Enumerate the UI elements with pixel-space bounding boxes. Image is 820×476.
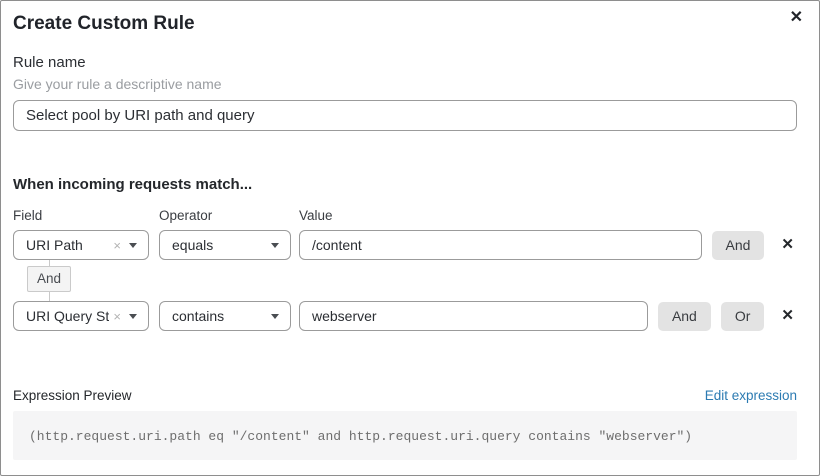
operator-column-label: Operator	[159, 208, 213, 223]
value-input[interactable]	[299, 230, 702, 260]
field-select[interactable]: URI Path ×	[13, 230, 149, 260]
delete-row-icon[interactable]: ✕	[781, 307, 794, 324]
operator-select-value: contains	[172, 308, 225, 324]
expression-preview-label: Expression Preview	[13, 388, 132, 403]
and-button[interactable]: And	[657, 301, 711, 331]
value-input[interactable]	[299, 301, 648, 331]
connector-line	[48, 260, 50, 266]
chevron-down-icon	[271, 242, 279, 248]
expression-preview-block: (http.request.uri.path eq "/content" and…	[13, 411, 797, 460]
chevron-down-icon	[129, 313, 137, 319]
and-button[interactable]: And	[711, 230, 765, 260]
connector-line	[48, 292, 50, 301]
connector-and-badge: And	[26, 266, 72, 292]
clear-selection-icon[interactable]: ×	[113, 308, 121, 324]
field-select-value: URI Path	[26, 237, 83, 253]
rule-name-helper-text: Give your rule a descriptive name	[13, 76, 222, 92]
expression-code: (http.request.uri.path eq "/content" and…	[29, 429, 693, 444]
rule-name-label: Rule name	[13, 54, 86, 71]
chevron-down-icon	[129, 242, 137, 248]
condition-row: URI Query St... × contains And Or ✕	[13, 301, 797, 331]
chevron-down-icon	[271, 313, 279, 319]
close-icon[interactable]: ✕	[789, 9, 803, 26]
page-title: Create Custom Rule	[13, 13, 195, 34]
operator-select[interactable]: contains	[159, 301, 291, 331]
match-section-heading: When incoming requests match...	[13, 176, 253, 193]
or-button[interactable]: Or	[720, 301, 765, 331]
clear-selection-icon[interactable]: ×	[113, 237, 121, 253]
rule-name-input[interactable]	[13, 100, 797, 131]
condition-column-labels: Field Operator Value	[13, 208, 797, 223]
edit-expression-link[interactable]: Edit expression	[704, 388, 797, 403]
condition-row: URI Path × equals And ✕	[13, 230, 797, 260]
logic-connector: And	[26, 260, 72, 301]
field-select-value: URI Query St...	[26, 308, 110, 324]
field-select[interactable]: URI Query St... ×	[13, 301, 149, 331]
value-column-label: Value	[299, 208, 333, 223]
operator-select[interactable]: equals	[159, 230, 291, 260]
delete-row-icon[interactable]: ✕	[781, 236, 794, 253]
field-column-label: Field	[13, 208, 43, 223]
operator-select-value: equals	[172, 237, 214, 253]
